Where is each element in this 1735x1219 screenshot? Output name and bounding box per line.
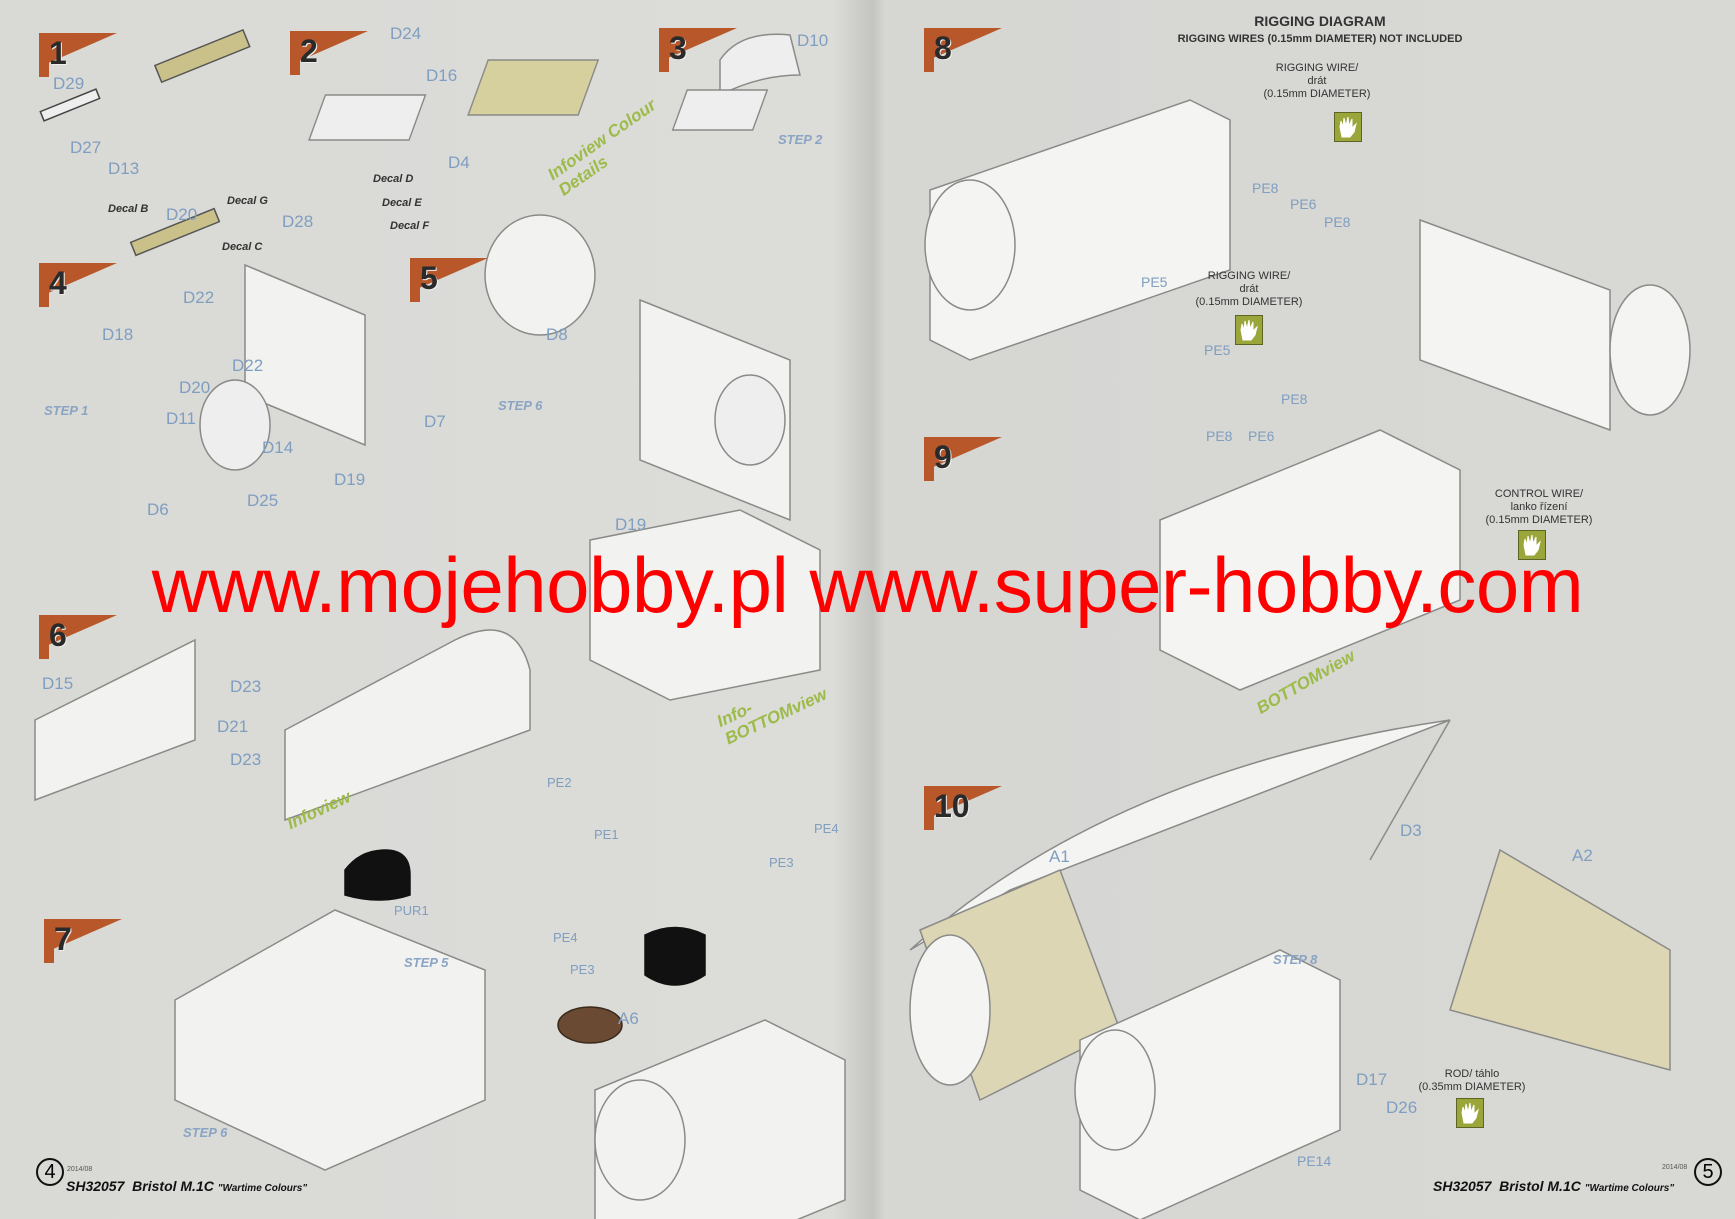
step-badge-7: 7 [44, 919, 122, 963]
part-label: PE8 [1324, 214, 1351, 230]
rigging-subtitle: RIGGING WIRES (0.15mm DIAMETER) NOT INCL… [1177, 33, 1463, 45]
decal-label: Decal C [222, 241, 263, 253]
part-label: D7 [424, 412, 446, 431]
rod-note: ROD/ táhlo(0.35mm DIAMETER) [1418, 1068, 1526, 1093]
step-reference: STEP 6 [183, 1125, 228, 1140]
page-number-left: 4 [36, 1158, 64, 1186]
part-label: PE8 [1281, 391, 1308, 407]
part-label: D13 [108, 159, 140, 178]
rigging-wire-note: RIGGING WIRE/drát(0.15mm DIAMETER) [1195, 270, 1303, 308]
part-label: PE1 [594, 827, 619, 842]
part-label: D27 [70, 138, 102, 157]
part-label: PE4 [553, 930, 578, 945]
control-wire-note: CONTROL WIRE/lanko řízení(0.15mm DIAMETE… [1485, 488, 1593, 526]
hand-icon [1334, 112, 1362, 142]
step-badge-1: 1 [39, 33, 117, 77]
step-badge-6: 6 [39, 615, 117, 659]
rigging-title: RIGGING DIAGRAM [1254, 13, 1386, 29]
step-reference: STEP 6 [498, 398, 543, 413]
part-label: D15 [42, 674, 74, 693]
part-label: A2 [1572, 846, 1593, 865]
part-label: D18 [102, 325, 134, 344]
part-label: PE14 [1297, 1153, 1332, 1169]
part-label: D19 [615, 515, 647, 534]
step-reference: STEP 5 [404, 955, 449, 970]
part-label: PUR1 [394, 903, 429, 918]
watermark: www.mojehobby.pl www.super-hobby.com [151, 541, 1584, 629]
part-label: D6 [147, 500, 169, 519]
part-label: D24 [390, 24, 422, 43]
part-label: D16 [426, 66, 458, 85]
footer-left: SH32057 Bristol M.1C "Wartime Colours" [66, 1178, 308, 1194]
part-label: D17 [1356, 1070, 1388, 1089]
part-label: D29 [53, 74, 85, 93]
part-label: D28 [282, 212, 314, 231]
part-label: D3 [1400, 821, 1422, 840]
rigging-wire-note: RIGGING WIRE/drát(0.15mm DIAMETER) [1263, 62, 1371, 100]
part-label: PE3 [769, 855, 794, 870]
step-badge-2: 2 [290, 31, 368, 75]
footer-right: SH32057 Bristol M.1C "Wartime Colours" [1433, 1178, 1675, 1194]
part-label: PE2 [547, 775, 572, 790]
step-reference: STEP 8 [1273, 952, 1318, 967]
part-label: D10 [797, 31, 829, 50]
part-label: D11 [166, 409, 196, 428]
part-label: D21 [217, 717, 249, 736]
part-label: PE8 [1252, 180, 1279, 196]
print-date: 2014/08 [67, 1166, 93, 1173]
part-label: A6 [618, 1009, 639, 1028]
part-label: PE6 [1248, 428, 1275, 444]
step-reference: STEP 1 [44, 403, 89, 418]
part-label: D23 [230, 750, 262, 769]
step-badge-10: 10 [924, 786, 1002, 830]
part-label: D20 [166, 205, 198, 224]
step-badge-3: 3 [659, 28, 737, 72]
part-label: D26 [1386, 1098, 1418, 1117]
step-badge-4: 4 [39, 263, 117, 307]
step-badge-9: 9 [924, 437, 1002, 481]
decal-label: Decal F [390, 220, 430, 232]
part-label: PE6 [1290, 196, 1317, 212]
part-label: D4 [448, 153, 470, 172]
hand-icon [1518, 530, 1546, 560]
part-label: PE5 [1204, 342, 1231, 358]
part-label: D23 [230, 677, 262, 696]
part-label: PE3 [570, 962, 595, 977]
decal-label: Decal E [382, 197, 422, 209]
part-label: A1 [1049, 847, 1070, 866]
page-number-right: 5 [1694, 1158, 1722, 1186]
part-label: D19 [334, 470, 366, 489]
print-date: 2014/08 [1662, 1164, 1688, 1171]
part-label: D25 [247, 491, 279, 510]
part-label: D22 [232, 356, 264, 375]
hand-icon [1235, 315, 1263, 345]
part-label: PE5 [1141, 274, 1168, 290]
decal-label: Decal B [108, 203, 149, 215]
part-label: D20 [179, 378, 211, 397]
step-reference: STEP 2 [778, 132, 823, 147]
step-badge-8: 8 [924, 28, 1002, 72]
part-label: PE8 [1206, 428, 1233, 444]
part-label: D8 [546, 325, 568, 344]
part-label: D14 [262, 438, 294, 457]
decal-label: Decal G [227, 195, 268, 207]
step-badge-5: 5 [410, 258, 488, 302]
decal-label: Decal D [373, 173, 414, 185]
hand-icon [1456, 1098, 1484, 1128]
part-label: D22 [183, 288, 215, 307]
part-label: PE4 [814, 821, 839, 836]
